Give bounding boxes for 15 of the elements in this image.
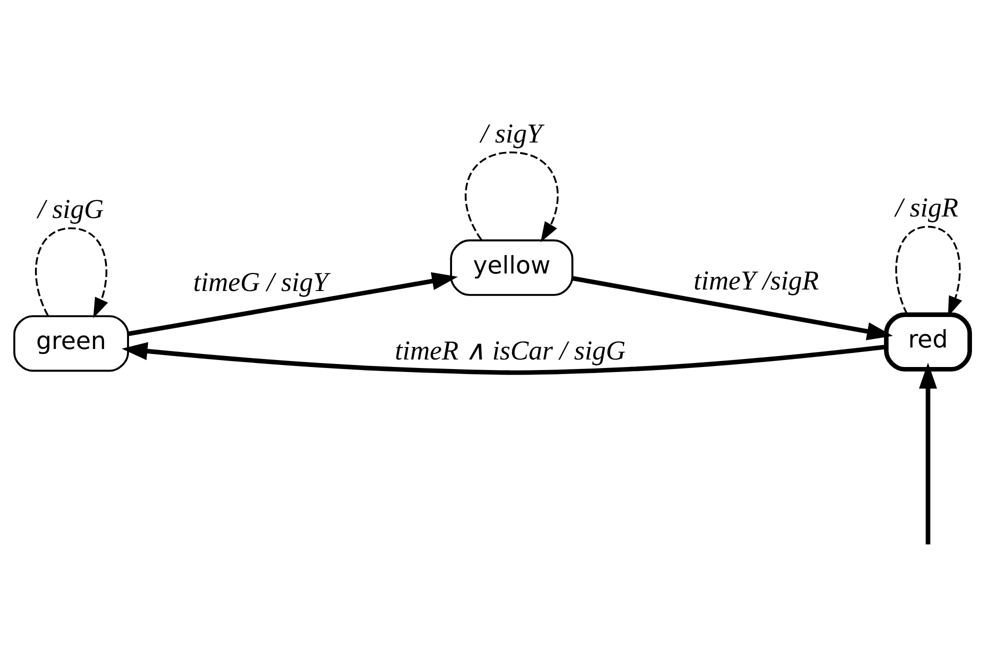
arrow — [122, 342, 886, 375]
node-box: red — [884, 312, 972, 372]
arrow — [572, 276, 893, 340]
edge-label: timeR ∧ isCar / sigG — [394, 335, 626, 366]
edge-label: / sigR — [895, 192, 958, 223]
node-box: green — [13, 315, 130, 372]
arrow — [464, 151, 559, 242]
arrow — [128, 272, 458, 336]
arrow — [918, 362, 938, 544]
edge-label: timeY /sigR — [694, 265, 819, 296]
edge-label: / sigG — [38, 194, 104, 224]
arrow — [35, 227, 108, 318]
edge-label: / sigY — [480, 118, 542, 148]
node-box: yellow — [450, 239, 574, 296]
edge-label: timeG / sigY — [193, 267, 328, 298]
